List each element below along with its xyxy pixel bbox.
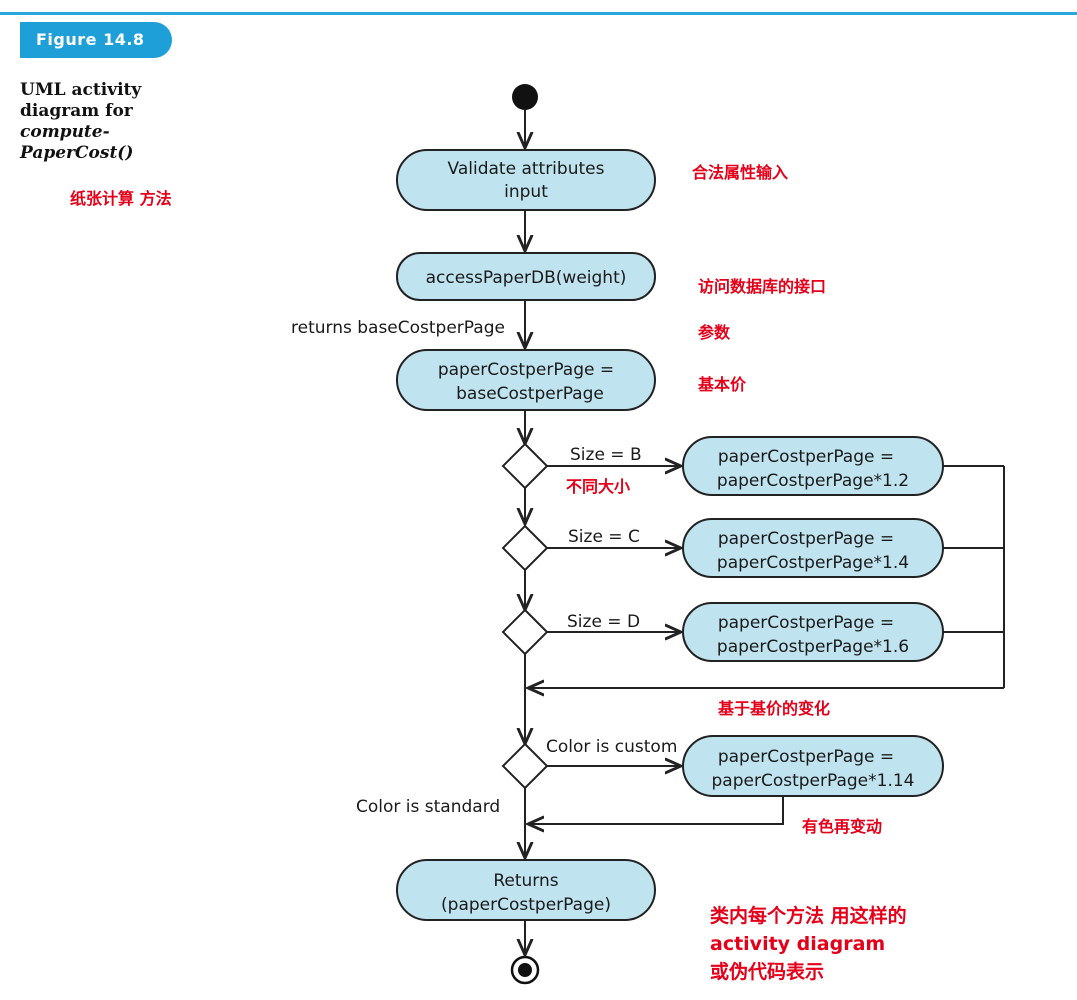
activity-text: paperCostperPage = — [438, 360, 614, 380]
activity-text: paperCostperPage = — [718, 529, 894, 549]
guard-size-c: Size = C — [568, 527, 640, 547]
activity-returns: Returns (paperCostperPage) — [396, 859, 656, 921]
edge-label-returns: returns baseCostperPage — [291, 318, 505, 338]
top-rule — [0, 12, 1077, 15]
guard-color-custom: Color is custom — [546, 737, 677, 757]
activity-text: (paperCostperPage) — [441, 895, 611, 915]
activity-text: paperCostperPage = — [718, 613, 894, 633]
activity-assign-base: paperCostperPage = baseCostperPage — [396, 349, 656, 411]
annotation-method: 纸张计算 方法 — [70, 189, 172, 208]
annotation-summary: activity diagram — [710, 933, 885, 955]
caption-line: compute- — [20, 122, 110, 142]
activity-text: paperCostperPage*1.14 — [712, 771, 915, 791]
end-node — [510, 955, 540, 985]
caption-line: UML activity — [20, 80, 142, 100]
activity-size-b: paperCostperPage = paperCostperPage*1.2 — [682, 436, 944, 496]
activity-text: paperCostperPage = — [718, 747, 894, 767]
figure-label: Figure 14.8 — [20, 22, 172, 58]
activity-size-d: paperCostperPage = paperCostperPage*1.6 — [682, 602, 944, 662]
start-node — [512, 84, 538, 110]
activity-text: paperCostperPage = — [718, 447, 894, 467]
activity-text: accessPaperDB(weight) — [426, 268, 627, 288]
decision-size-d — [501, 608, 549, 656]
annotation-summary: 类内每个方法 用这样的 — [710, 904, 907, 927]
edge-custom-return — [528, 796, 784, 824]
caption-line: PaperCost() — [20, 143, 134, 163]
activity-text: baseCostperPage — [456, 384, 604, 404]
activity-color-custom: paperCostperPage = paperCostperPage*1.14 — [682, 735, 944, 797]
annotation-sizes: 不同大小 — [566, 477, 630, 496]
annotation-base-price: 基本价 — [697, 375, 747, 394]
activity-text: Validate attributes — [448, 159, 605, 179]
activity-validate: Validate attributes input — [396, 149, 656, 211]
activity-text: paperCostperPage*1.4 — [717, 553, 909, 573]
activity-text: Returns — [493, 871, 558, 891]
annotation-price-change: 基于基价的变化 — [717, 699, 830, 718]
activity-size-c: paperCostperPage = paperCostperPage*1.4 — [682, 518, 944, 578]
annotation-param: 参数 — [698, 323, 731, 342]
annotation-color-change: 有色再变动 — [802, 817, 882, 836]
figure-caption: UML activity diagram for compute- PaperC… — [20, 80, 170, 164]
decision-color — [501, 742, 549, 790]
guard-color-standard: Color is standard — [356, 797, 500, 817]
activity-text: input — [504, 182, 548, 202]
annotation-summary: 或伪代码表示 — [710, 960, 824, 983]
decision-size-b — [501, 442, 549, 490]
guard-size-d: Size = D — [567, 612, 640, 632]
decision-size-c — [501, 524, 549, 572]
activity-access: accessPaperDB(weight) — [396, 252, 656, 301]
annotation-access: 访问数据库的接口 — [698, 277, 826, 296]
guard-size-b: Size = B — [570, 445, 642, 465]
caption-line: diagram for — [20, 101, 133, 121]
activity-text: paperCostperPage*1.2 — [717, 471, 909, 491]
activity-text: paperCostperPage*1.6 — [717, 637, 909, 657]
annotation-validate: 合法属性输入 — [692, 163, 788, 182]
